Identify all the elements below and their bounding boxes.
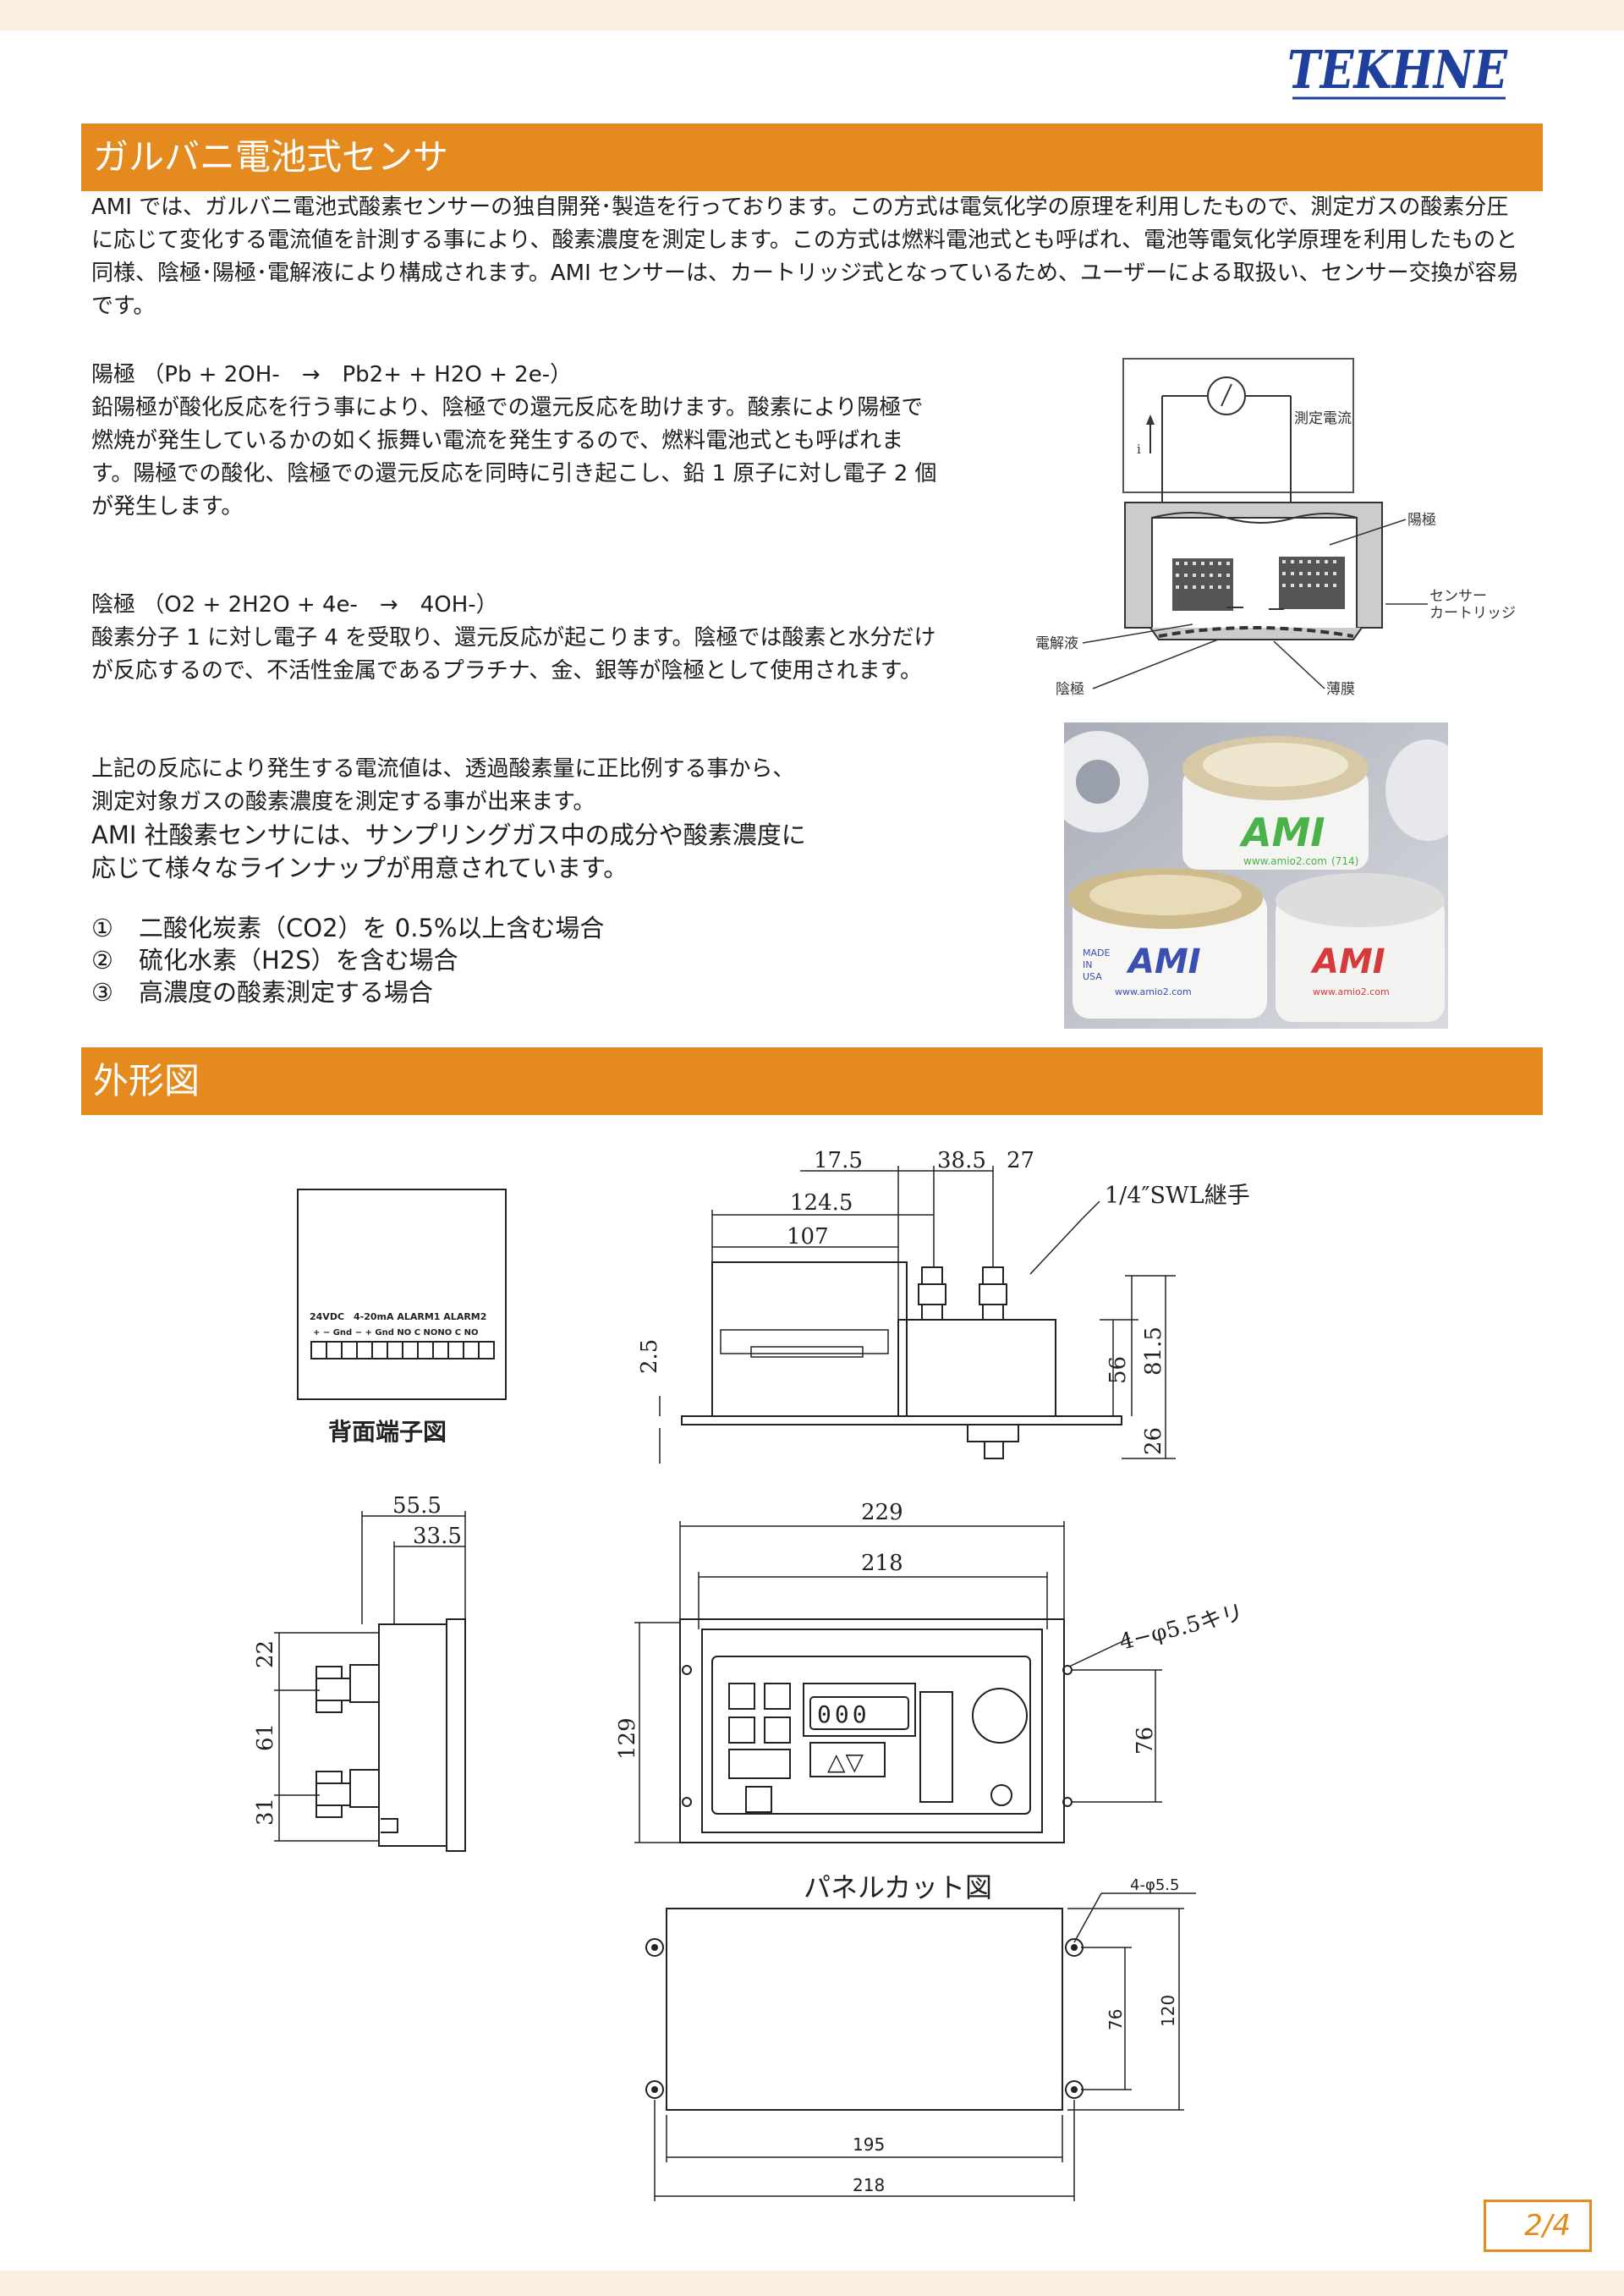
svg-text:www.amio2.com: www.amio2.com bbox=[1115, 986, 1192, 997]
electrolyte-label: 電解液 bbox=[1035, 635, 1078, 652]
front-hole-label: 4−φ5.5キリ bbox=[1116, 1600, 1246, 1655]
sensor-diagram: i 測定電流 陽極 センサー カートリッジ 電解液 陰極 薄膜 bbox=[1035, 358, 1516, 698]
cathode-heading: 陰極 （O2 + 2H2O + 4e- → 4OH-） bbox=[91, 592, 498, 618]
tekhne-logo: TEKHNE bbox=[1287, 41, 1508, 101]
svg-text:31: 31 bbox=[253, 1798, 278, 1826]
panel-cut-title: パネルカット図 bbox=[804, 1871, 992, 1903]
svg-text:IN: IN bbox=[1083, 959, 1092, 970]
svg-text:76: 76 bbox=[1133, 1727, 1158, 1755]
svg-text:4-φ5.5: 4-φ5.5 bbox=[1130, 1876, 1179, 1894]
terminal-caption: 背面端子図 bbox=[328, 1418, 447, 1446]
svg-text:129: 129 bbox=[615, 1717, 640, 1760]
cathode-block: 陰極 （O2 + 2H2O + 4e- → 4OH-） 酸素分子 1 に対し電子… bbox=[91, 589, 937, 688]
svg-text:81.5: 81.5 bbox=[1141, 1327, 1166, 1376]
svg-text:107: 107 bbox=[787, 1224, 829, 1250]
intro-paragraph: AMI では、ガルバニ電池式酸素センサーの独自開発･製造を行っております。この方… bbox=[91, 195, 1519, 319]
svg-text:55.5: 55.5 bbox=[392, 1493, 442, 1519]
sensor-photo: AMI www.amio2.com (714) MADE IN USA AMI … bbox=[1064, 722, 1448, 1029]
cathode-label: 陰極 bbox=[1056, 681, 1084, 698]
svg-text:124.5: 124.5 bbox=[790, 1190, 853, 1216]
top-band bbox=[0, 0, 1624, 30]
terminal-block bbox=[310, 1341, 495, 1359]
svg-text:USA: USA bbox=[1083, 971, 1102, 982]
svg-text:33.5: 33.5 bbox=[413, 1524, 462, 1549]
svg-text:AMI: AMI bbox=[1239, 810, 1325, 855]
cathode-body: 酸素分子 1 に対し電子 4 を受取り、還元反応が起こります。陰極では酸素と水分… bbox=[91, 625, 936, 684]
svg-text:i: i bbox=[1137, 442, 1141, 457]
svg-text:www.amio2.com: www.amio2.com bbox=[1313, 986, 1390, 997]
svg-text:120: 120 bbox=[1158, 1995, 1178, 2027]
summary-line-3: AMI 社酸素センサには、サンプリングガス中の成分や酸素濃度に bbox=[91, 821, 806, 849]
summary-block: 上記の反応により発生する電流値は、透過酸素量に正比例する事から、 測定対象ガスの… bbox=[91, 753, 937, 885]
svg-text:76: 76 bbox=[1106, 2009, 1126, 2030]
svg-text:27: 27 bbox=[1007, 1148, 1034, 1173]
anode-block: 陽極 （Pb + 2OH- → Pb2+ + H2O + 2e-） 鉛陽極が酸化… bbox=[91, 359, 937, 524]
anode-body: 鉛陽極が酸化反応を行う事により、陰極での還元反応を助けます。酸素により陽極で燃焼… bbox=[91, 395, 937, 519]
svg-text:22: 22 bbox=[253, 1640, 278, 1668]
svg-text:AMI: AMI bbox=[1310, 942, 1385, 981]
svg-text:000: 000 bbox=[817, 1700, 870, 1728]
svg-text:61: 61 bbox=[253, 1723, 278, 1751]
summary-line-4: 応じて様々なラインナップが用意されています。 bbox=[91, 854, 628, 882]
svg-text:△▽: △▽ bbox=[827, 1748, 864, 1776]
svg-text:229: 229 bbox=[861, 1500, 903, 1525]
anode-label: 陽極 bbox=[1407, 512, 1436, 529]
terminal-labels: 24VDC 4-20mA ALARM1 ALARM2 bbox=[310, 1311, 486, 1322]
svg-text:195: 195 bbox=[853, 2134, 885, 2155]
svg-text:+ − Gnd − + Gnd NO C NONO C: + − Gnd − + Gnd NO C NONO C NO bbox=[313, 1328, 478, 1338]
logo-text: TEKHNE bbox=[1287, 41, 1508, 101]
svg-text:MADE: MADE bbox=[1083, 948, 1110, 958]
current-label: 測定電流 bbox=[1294, 410, 1352, 427]
section-title-galvanic: ガルバニ電池式センサ bbox=[81, 124, 1543, 191]
svg-text:218: 218 bbox=[861, 1551, 903, 1576]
svg-text:56: 56 bbox=[1106, 1356, 1131, 1384]
bottom-band bbox=[0, 2271, 1624, 2296]
fitting-label: 1/4″SWL継手 bbox=[1105, 1183, 1250, 1209]
svg-text:17.5: 17.5 bbox=[814, 1148, 863, 1173]
outline-drawing: 24VDC 4-20mA ALARM1 ALARM2 + − Gnd − + G… bbox=[253, 1148, 1250, 2201]
membrane-label: 薄膜 bbox=[1326, 681, 1355, 698]
anode-heading: 陽極 （Pb + 2OH- → Pb2+ + H2O + 2e-） bbox=[91, 362, 573, 387]
svg-text:カートリッジ: カートリッジ bbox=[1429, 605, 1516, 622]
svg-text:AMI: AMI bbox=[1126, 942, 1201, 981]
svg-text:2.5: 2.5 bbox=[637, 1339, 662, 1374]
svg-text:218: 218 bbox=[853, 2175, 885, 2195]
svg-text:38.5: 38.5 bbox=[937, 1148, 986, 1173]
svg-text:センサー: センサー bbox=[1429, 588, 1487, 605]
svg-text:www.amio2.com: www.amio2.com bbox=[1243, 855, 1327, 867]
section-title-outline: 外形図 bbox=[81, 1047, 1543, 1115]
svg-text:(714): (714) bbox=[1331, 855, 1358, 867]
summary-line-1: 上記の反応により発生する電流値は、透過酸素量に正比例する事から、 bbox=[91, 756, 795, 782]
summary-line-2: 測定対象ガスの酸素濃度を測定する事が出来ます。 bbox=[91, 789, 595, 815]
svg-text:26: 26 bbox=[1141, 1427, 1166, 1455]
page-number: 2/4 bbox=[1484, 2200, 1592, 2252]
